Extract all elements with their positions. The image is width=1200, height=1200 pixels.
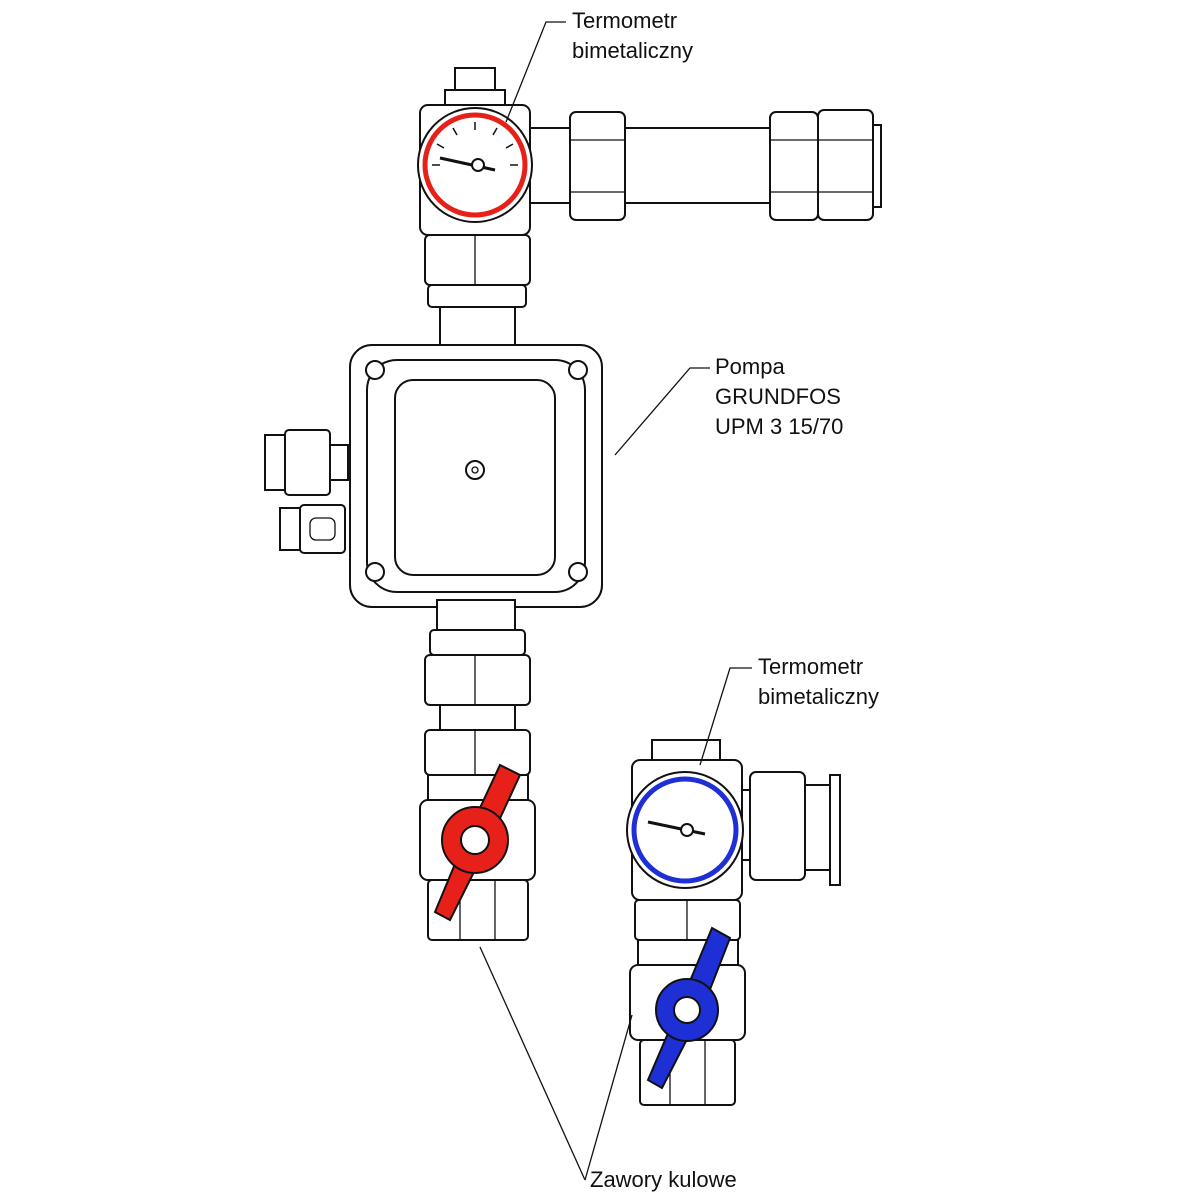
label-line: Zawory kulowe: [590, 1167, 737, 1192]
top-horizontal-pipe: [529, 109, 882, 221]
leader-lines: [479, 21, 752, 1181]
thermometer-top: [417, 107, 533, 223]
ball-valve-cold: [629, 926, 746, 1106]
label-line: GRUNDFOS: [715, 384, 841, 409]
label-line: Termometr: [758, 654, 864, 679]
label-thermometer-bottom: Termometr bimetaliczny: [758, 652, 879, 712]
label-line: bimetaliczny: [758, 684, 880, 709]
ball-valve-hot: [419, 763, 536, 941]
pump-connectors: [264, 429, 349, 554]
pump-body: [349, 344, 603, 608]
label-line: Pompa: [715, 354, 785, 379]
label-pump: Pompa GRUNDFOS UPM 3 15/70: [715, 352, 843, 442]
label-ball-valves: Zawory kulowe: [590, 1165, 737, 1195]
lower-pipe: [424, 599, 531, 776]
label-thermometer-top: Termometr bimetaliczny: [572, 6, 693, 66]
label-line: UPM 3 15/70: [715, 414, 844, 439]
label-line: bimetaliczny: [572, 38, 694, 63]
thermometer-bottom: [626, 771, 744, 889]
label-line: Termometr: [572, 8, 678, 33]
